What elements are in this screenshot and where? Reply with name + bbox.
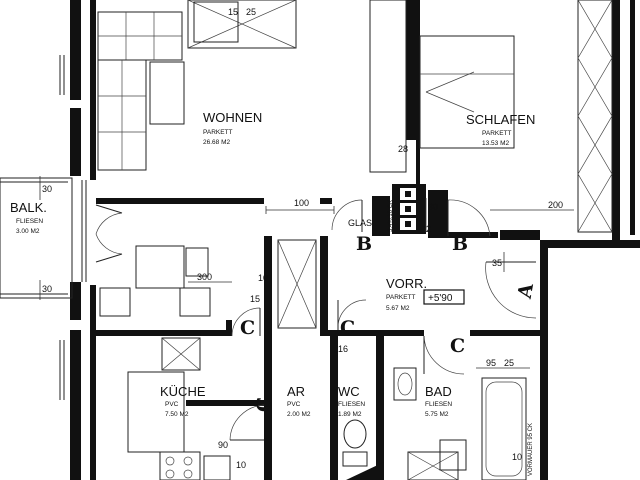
dim-label: 25	[504, 358, 514, 368]
glass-door-note: GLAS	[348, 218, 372, 228]
section-marker-a: A	[514, 282, 538, 302]
room-bad-name: BAD	[425, 384, 452, 399]
room-bad-floor: FLIESEN	[425, 401, 452, 408]
room-kueche: KÜCHE PVC 7.50 M2	[160, 384, 206, 418]
room-bad-area: 5.75 M2	[425, 411, 449, 418]
plan-notes: GLAS +5'90 3.4%.16 CK VORMAUER 95 CK	[348, 200, 534, 476]
section-markers: A B B C C C C	[240, 233, 538, 412]
room-schlafen-area: 13.53 M2	[482, 140, 509, 147]
section-marker-b: B	[452, 233, 468, 255]
room-kueche-name: KÜCHE	[160, 384, 206, 399]
chimney-note: 3.4%.16 CK	[388, 200, 394, 232]
room-wohnen: WOHNEN PARKETT 26.68 M2	[203, 110, 262, 146]
room-schlafen: SCHLAFEN PARKETT 13.53 M2	[466, 112, 535, 147]
room-kueche-area: 7.50 M2	[165, 411, 189, 418]
furniture	[97, 0, 613, 480]
floor-level-note: +5'90	[428, 293, 453, 304]
room-vorraum-area: 5.67 M2	[386, 305, 410, 312]
room-wc-floor: FLIESEN	[338, 401, 365, 408]
dim-label: 100	[294, 198, 309, 208]
dim-label: 10	[512, 452, 522, 462]
dimension-labels: 15 25 28 100 200 300 90 90 35 10 15 30 3…	[42, 7, 563, 470]
room-abstellraum: AR PVC 2.00 M2	[287, 384, 311, 418]
room-schlafen-name: SCHLAFEN	[466, 112, 535, 127]
room-schlafen-floor: PARKETT	[482, 130, 512, 137]
room-balkon-area: 3.00 M2	[16, 228, 40, 235]
dim-label: 30	[42, 184, 52, 194]
chimney-flues	[400, 188, 416, 230]
dim-label: 28	[398, 144, 408, 154]
room-kueche-floor: PVC	[165, 401, 179, 408]
room-balkon: BALK. FLIESEN 3.00 M2	[10, 200, 47, 235]
section-marker-c: C	[340, 317, 355, 339]
room-wc-name: WC	[338, 384, 360, 399]
dim-label: 2	[426, 224, 431, 234]
room-ar-area: 2.00 M2	[287, 411, 311, 418]
room-ar-floor: PVC	[287, 401, 301, 408]
room-vorraum-floor: PARKETT	[386, 294, 416, 301]
dim-label: 16	[338, 344, 348, 354]
room-ar-name: AR	[287, 384, 305, 399]
dim-label: 10	[258, 273, 268, 283]
dim-label: 15	[250, 294, 260, 304]
section-marker-b: B	[356, 233, 372, 255]
section-marker-c: C	[240, 317, 255, 339]
room-balkon-name: BALK.	[10, 200, 47, 215]
room-wc: WC FLIESEN 1.89 M2	[338, 384, 365, 418]
room-bad: BAD FLIESEN 5.75 M2	[425, 384, 452, 418]
room-balkon-floor: FLIESEN	[16, 218, 43, 225]
room-wohnen-floor: PARKETT	[203, 129, 233, 136]
vormauer-note: VORMAUER 95 CK	[528, 423, 534, 476]
dim-label: 15	[228, 7, 238, 17]
dim-label: 300	[197, 272, 212, 282]
dimension-lines	[39, 176, 574, 369]
room-vorraum: VORR. PARKETT 5.67 M2	[386, 276, 427, 312]
dim-label: 30	[42, 284, 52, 294]
dim-label: 95	[486, 358, 496, 368]
doors	[95, 199, 537, 441]
room-vorraum-name: VORR.	[386, 276, 427, 291]
dim-label: 90	[218, 440, 228, 450]
windows	[59, 55, 87, 400]
section-marker-c: C	[450, 335, 465, 357]
room-wohnen-area: 26.68 M2	[203, 139, 230, 146]
section-marker-c: C	[253, 397, 275, 412]
dim-label: 25	[246, 7, 256, 17]
room-wc-area: 1.89 M2	[338, 411, 362, 418]
dim-label: 10	[236, 460, 246, 470]
room-wohnen-name: WOHNEN	[203, 110, 262, 125]
dim-label: 200	[548, 200, 563, 210]
dim-label: 35	[492, 258, 502, 268]
dim-label: 90	[428, 202, 438, 212]
interior-walls	[96, 0, 540, 480]
